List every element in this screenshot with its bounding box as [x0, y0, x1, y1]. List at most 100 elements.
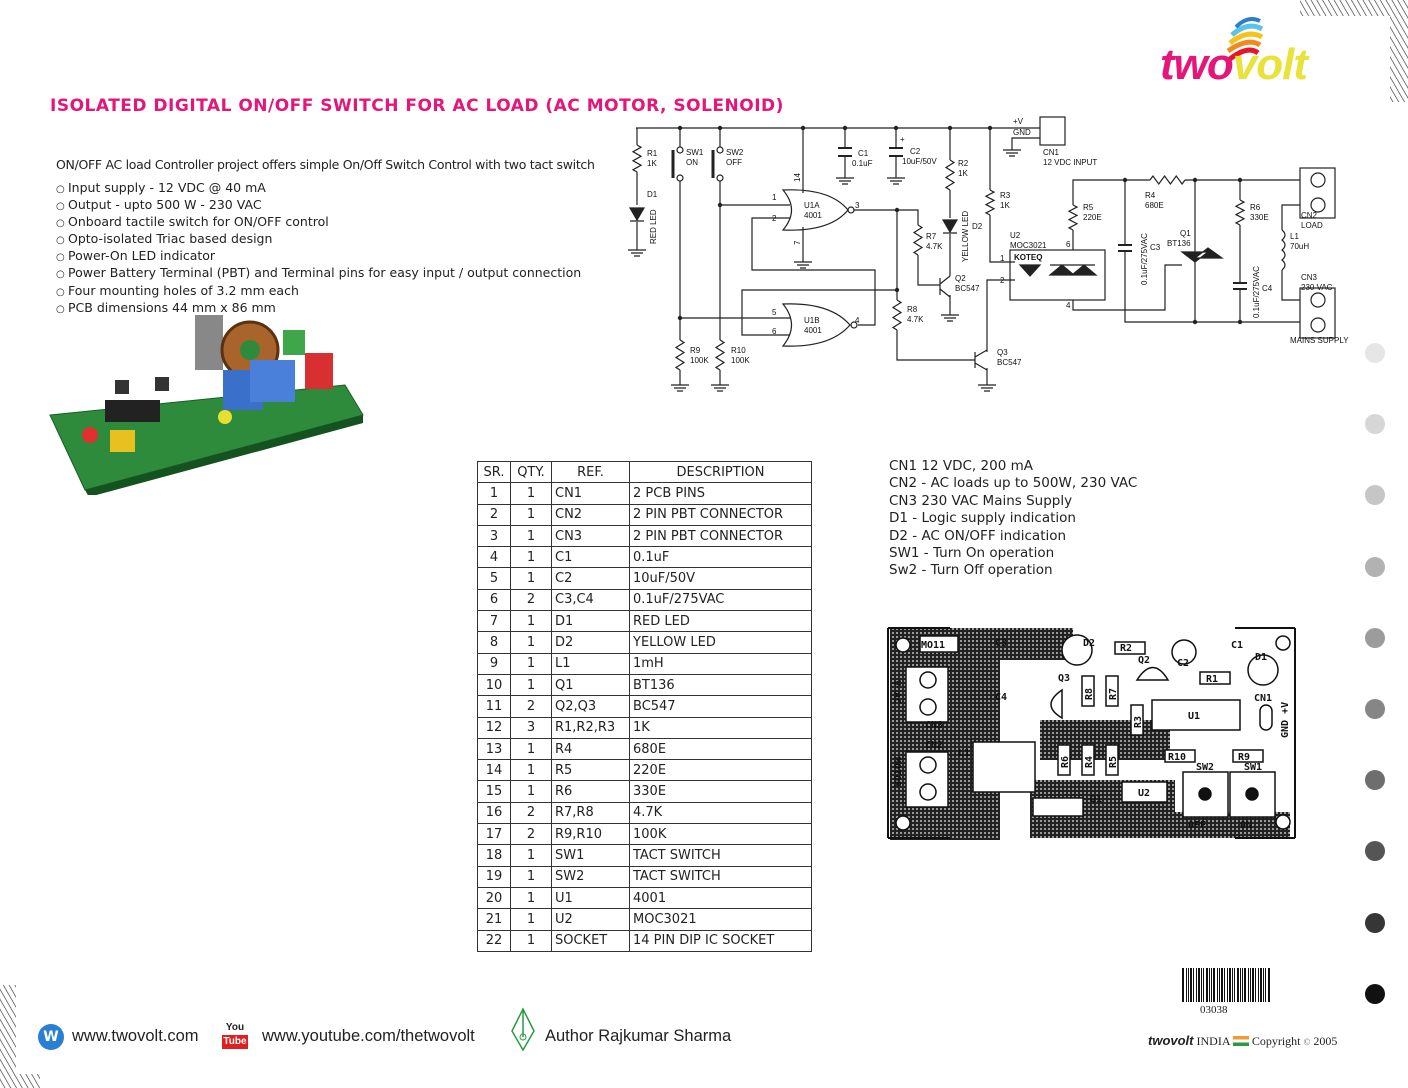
- cell-qty: 1: [510, 503, 552, 526]
- cell-ref: SW1: [551, 844, 630, 867]
- col-qty: QTY.: [510, 460, 552, 484]
- circle-bullet-icon: ○: [56, 218, 65, 230]
- cell-ref: SOCKET: [551, 929, 630, 952]
- cell-ref: CN2: [551, 503, 630, 526]
- cell-sr: 1: [477, 482, 511, 505]
- logo-volt: volt: [1232, 40, 1308, 89]
- feature-item: ○Onboard tactile switch for ON/OFF contr…: [56, 214, 581, 231]
- note-line: D2 - AC ON/OFF indication: [889, 527, 1067, 544]
- project-description: ON/OFF AC load Controller project offers…: [56, 157, 595, 172]
- cell-qty: 3: [510, 716, 552, 739]
- cell-sr: 9: [477, 652, 511, 675]
- side-dot: [1365, 699, 1385, 719]
- cell-qty: 1: [510, 929, 552, 952]
- side-dot: [1365, 556, 1385, 577]
- cell-ref: C2: [551, 567, 630, 590]
- connector-notes: CN1 12 VDC, 200 mA CN2 - AC loads up to …: [889, 458, 1137, 580]
- website-link[interactable]: www.twovolt.com: [72, 1027, 199, 1045]
- cell-qty: 1: [510, 524, 552, 548]
- cell-ref: Q1: [551, 673, 630, 697]
- youtube-link[interactable]: www.youtube.com/thetwovolt: [262, 1027, 475, 1045]
- cell-sr: 2: [477, 503, 511, 526]
- copyright-symbol: ©: [1303, 1037, 1311, 1047]
- cell-qty: 1: [510, 631, 552, 654]
- cell-sr: 5: [477, 567, 511, 590]
- cell-description: 2 PCB PINS: [629, 482, 812, 505]
- note-line: CN2 - AC loads up to 500W, 230 VAC: [889, 475, 1138, 492]
- cell-qty: 1: [510, 610, 552, 633]
- logo-swirl-icon: [1226, 17, 1264, 61]
- cell-description: 220E: [629, 759, 812, 782]
- cell-qty: 1: [510, 567, 552, 590]
- cell-description: YELLOW LED: [629, 631, 812, 654]
- cell-description: 1mH: [629, 652, 812, 675]
- cell-qty: 1: [510, 652, 552, 675]
- cell-description: 14 PIN DIP IC SOCKET: [629, 929, 812, 952]
- cell-description: 100K: [629, 823, 812, 846]
- side-dot: [1365, 983, 1385, 1004]
- cell-sr: 8: [477, 631, 511, 654]
- cell-qty: 1: [510, 737, 552, 761]
- pen-nib-icon: [511, 1007, 535, 1052]
- author-credit: Author Rajkumar Sharma: [545, 1027, 732, 1045]
- side-dot: [1365, 627, 1385, 648]
- circle-bullet-icon: ○: [56, 235, 65, 247]
- bottom-left-hatch: [0, 985, 40, 1088]
- side-dot: [1365, 912, 1385, 933]
- cell-description: 2 PIN PBT CONNECTOR: [629, 503, 812, 526]
- twovolt-logo: [1160, 15, 1375, 95]
- yellow-led: [218, 410, 232, 424]
- cell-description: BT136: [629, 673, 812, 697]
- cn1-connector: [283, 330, 305, 355]
- cell-ref: D1: [551, 610, 630, 633]
- logo-two: two: [1160, 40, 1234, 89]
- yellow-part: [110, 430, 135, 452]
- barcode-number: 03038: [1200, 1004, 1228, 1016]
- cell-sr: 20: [477, 886, 511, 910]
- cell-description: 680E: [629, 737, 812, 761]
- cell-ref: U1: [551, 886, 630, 910]
- feature-item: ○PCB dimensions 44 mm x 86 mm: [56, 300, 581, 317]
- cell-ref: C1: [551, 546, 630, 569]
- red-led: [82, 427, 98, 443]
- cell-ref: R9,R10: [551, 823, 630, 846]
- product-photo: [49, 315, 364, 495]
- note-line: Sw2 - Turn Off operation: [889, 562, 1053, 579]
- top-right-hatch: [1300, 0, 1408, 102]
- footer-country: INDIA: [1196, 1034, 1230, 1048]
- feature-item: ○Power-On LED indicator: [56, 248, 581, 265]
- circle-bullet-icon: ○: [56, 184, 65, 195]
- website-globe-icon: W: [38, 1024, 64, 1050]
- cell-qty: 1: [510, 886, 552, 910]
- cell-sr: 18: [477, 844, 511, 867]
- tact-switch: [155, 377, 169, 391]
- side-dot: [1365, 841, 1385, 862]
- cell-sr: 19: [477, 865, 511, 888]
- feature-item: ○Power Battery Terminal (PBT) and Termin…: [56, 265, 581, 282]
- cell-description: 4.7K: [629, 801, 812, 825]
- cell-description: 0.1uF/275VAC: [629, 588, 812, 612]
- feature-list: ○Input supply - 12 VDC @ 40 mA ○Output -…: [56, 180, 581, 317]
- side-dot: [1365, 485, 1385, 506]
- triac-heatsink: [195, 315, 223, 370]
- feature-item: ○Four mounting holes of 3.2 mm each: [56, 283, 581, 300]
- cell-description: BC547: [629, 695, 812, 718]
- cell-description: RED LED: [629, 610, 812, 633]
- circle-bullet-icon: ○: [56, 252, 65, 264]
- cell-qty: 1: [510, 482, 552, 505]
- cell-ref: R1,R2,R3: [551, 716, 630, 739]
- circle-bullet-icon: ○: [56, 269, 65, 281]
- cell-sr: 13: [477, 737, 511, 761]
